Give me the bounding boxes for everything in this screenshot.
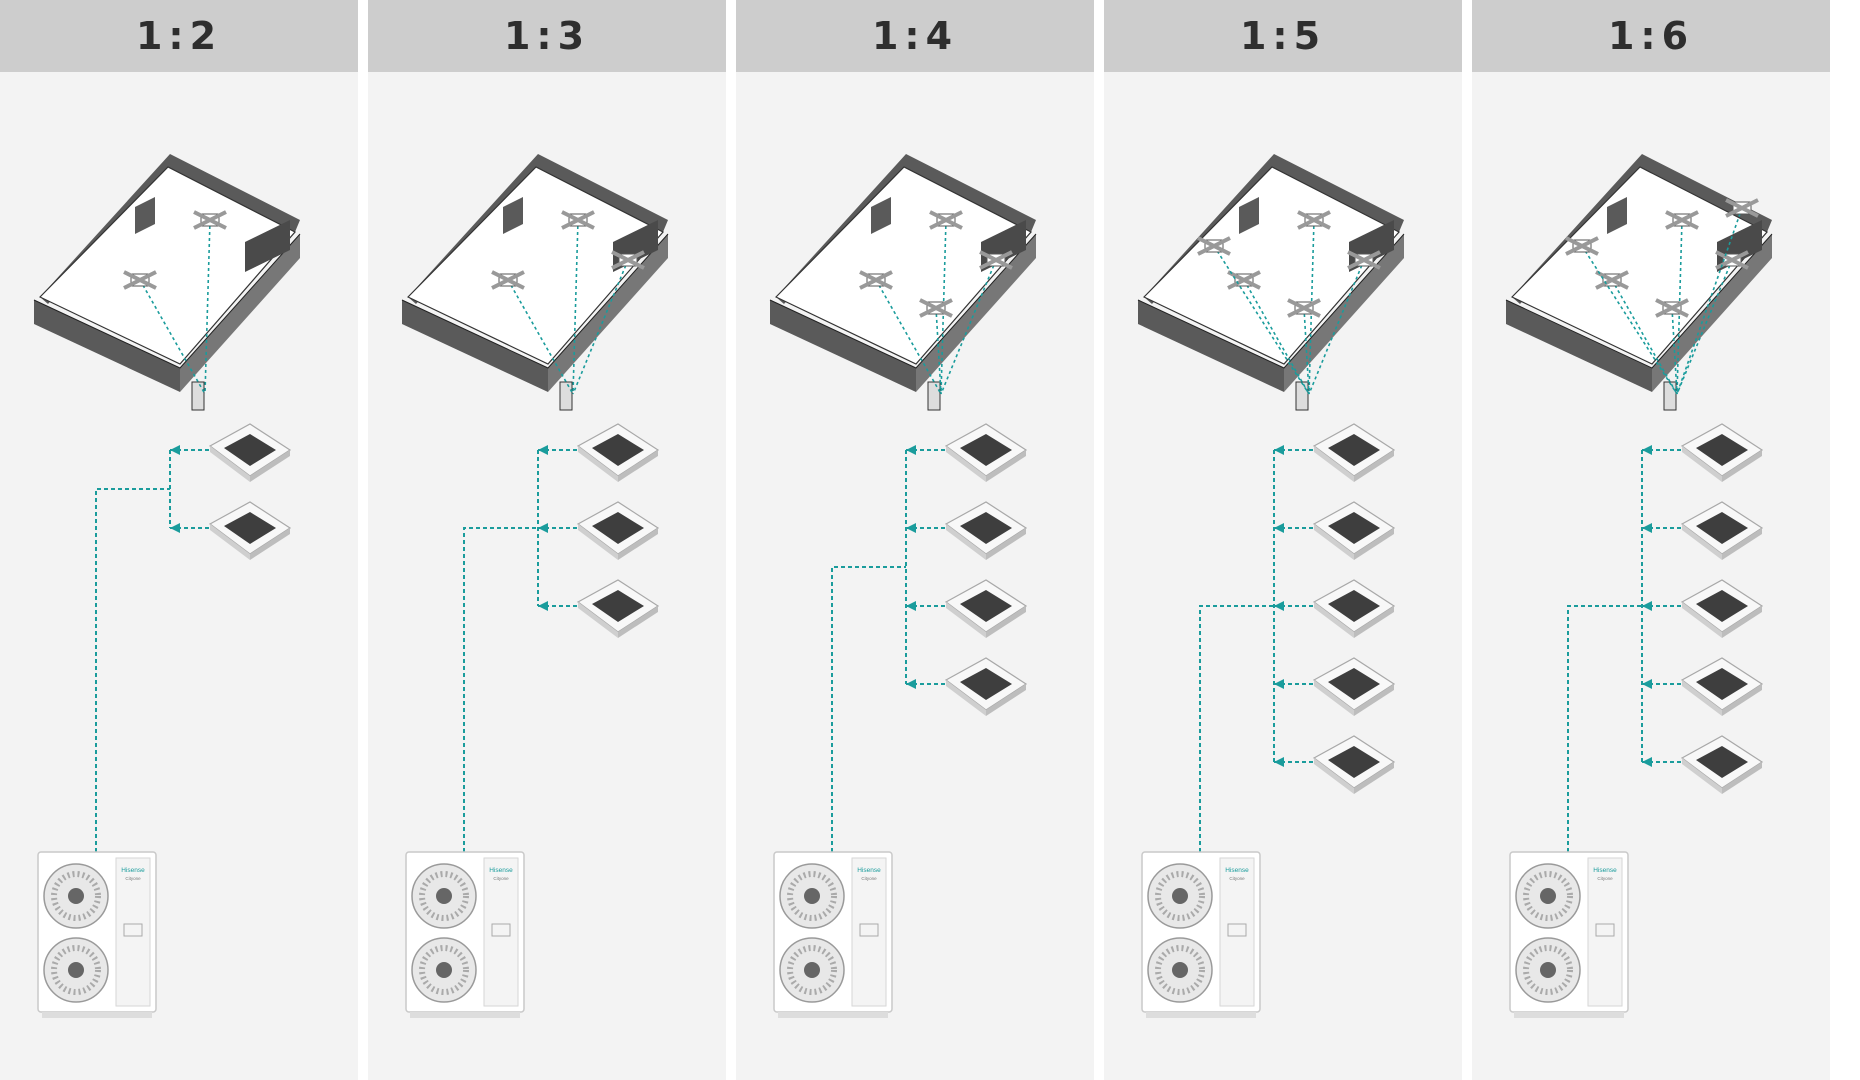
- brand-text: Hisense: [857, 867, 881, 874]
- pipe-main: [463, 527, 538, 852]
- building-floorplan-icon: [1505, 154, 1773, 411]
- cassette-indoor-unit-icon: [1312, 423, 1396, 482]
- ratio-label: 1:5: [1239, 14, 1327, 58]
- cassette-indoor-unit-icon: [944, 657, 1028, 716]
- building-floorplan-icon: [1137, 154, 1405, 411]
- arrow-left-icon: [538, 445, 548, 455]
- brand-text: Hisense: [121, 867, 145, 874]
- ratio-label: 1:6: [1607, 14, 1695, 58]
- cassette-indoor-unit-icon: [944, 579, 1028, 638]
- cassette-indoor-unit-icon: [1312, 579, 1396, 638]
- arrow-left-icon: [1642, 523, 1652, 533]
- building-floorplan-icon: [33, 154, 301, 411]
- arrow-left-icon: [906, 601, 916, 611]
- cassette-indoor-unit-icon: [1312, 501, 1396, 560]
- arrow-left-icon: [538, 601, 548, 611]
- cassette-indoor-unit-icon: [1312, 735, 1396, 794]
- series-text: Cityone: [1597, 876, 1613, 881]
- arrow-left-icon: [1274, 601, 1284, 611]
- arrow-left-icon: [906, 523, 916, 533]
- cassette-indoor-unit-icon: [208, 423, 292, 482]
- cassette-indoor-unit-icon: [944, 501, 1028, 560]
- cassette-indoor-unit-icon: [1680, 423, 1764, 482]
- ratio-label: 1:2: [135, 14, 223, 58]
- brand-text: Hisense: [489, 867, 513, 874]
- panel-header: 1:2: [0, 0, 358, 72]
- arrow-left-icon: [906, 679, 916, 689]
- brand-text: Hisense: [1593, 867, 1617, 874]
- pipe-main: [831, 566, 906, 852]
- brand-text: Hisense: [1225, 867, 1249, 874]
- series-text: Cityone: [493, 876, 509, 881]
- series-text: Cityone: [1229, 876, 1245, 881]
- building-floorplan-icon: [401, 154, 669, 411]
- panel-header: 1:4: [736, 0, 1094, 72]
- arrow-left-icon: [170, 445, 180, 455]
- arrow-left-icon: [1274, 757, 1284, 767]
- arrow-left-icon: [906, 445, 916, 455]
- panel-header: 1:3: [368, 0, 726, 72]
- cassette-indoor-unit-icon: [944, 423, 1028, 482]
- arrow-left-icon: [1642, 679, 1652, 689]
- cassette-indoor-unit-icon: [1680, 501, 1764, 560]
- cassette-indoor-unit-icon: [1680, 657, 1764, 716]
- cassette-indoor-unit-icon: [576, 423, 660, 482]
- cassette-indoor-unit-icon: [576, 579, 660, 638]
- cassette-indoor-unit-icon: [1680, 579, 1764, 638]
- ratio-label: 1:3: [503, 14, 591, 58]
- series-text: Cityone: [125, 876, 141, 881]
- arrow-left-icon: [1274, 523, 1284, 533]
- arrow-left-icon: [1642, 601, 1652, 611]
- building-floorplan-icon: [769, 154, 1037, 411]
- arrow-left-icon: [1642, 757, 1652, 767]
- panel-header: 1:6: [1472, 0, 1830, 72]
- cassette-indoor-unit-icon: [576, 501, 660, 560]
- panel-header: 1:5: [1104, 0, 1462, 72]
- arrow-left-icon: [1642, 445, 1652, 455]
- ratio-label: 1:4: [871, 14, 959, 58]
- pipe-main: [1567, 605, 1642, 852]
- cassette-indoor-unit-icon: [1312, 657, 1396, 716]
- arrow-left-icon: [538, 523, 548, 533]
- arrow-left-icon: [170, 523, 180, 533]
- series-text: Cityone: [861, 876, 877, 881]
- cassette-indoor-unit-icon: [1680, 735, 1764, 794]
- cassette-indoor-unit-icon: [208, 501, 292, 560]
- pipe-main: [1199, 605, 1274, 852]
- pipe-main: [95, 488, 170, 852]
- arrow-left-icon: [1274, 679, 1284, 689]
- arrow-left-icon: [1274, 445, 1284, 455]
